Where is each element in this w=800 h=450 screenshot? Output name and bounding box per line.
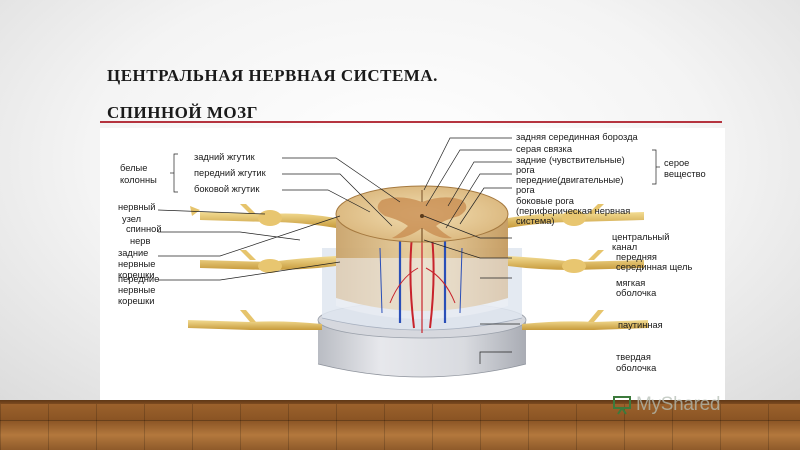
label-lateral-funiculus: боковой жгутик xyxy=(194,184,260,194)
label-spinal-nerve-1: спинной xyxy=(126,224,162,234)
label-dorsal-horns-2: рога xyxy=(516,165,536,175)
wooden-floor-background xyxy=(0,400,800,450)
label-dorsal-roots-3: корешки xyxy=(118,270,154,280)
label-lateral-horns-2: (периферическая нервная xyxy=(516,206,630,216)
slide-title-line-1: ЦЕНТРАЛЬНАЯ НЕРВНАЯ СИСТЕМА. xyxy=(107,66,438,85)
label-central-canal-2: канал xyxy=(612,242,637,252)
label-anterior-fissure-1: передняя xyxy=(616,252,657,262)
label-gray-matter-2: вещество xyxy=(664,169,706,179)
label-ventral-horns-2: рога xyxy=(516,185,536,195)
cord-cross-section xyxy=(335,185,509,243)
label-pia-mater-2: оболочка xyxy=(616,288,657,298)
label-dorsal-roots-1: задние xyxy=(118,248,148,258)
label-ganglion-1: нервный xyxy=(118,202,155,212)
label-gray-matter-1: серое xyxy=(664,158,689,168)
label-ventral-roots-2: нервные xyxy=(118,285,155,295)
label-ventral-roots-3: корешки xyxy=(118,296,154,306)
watermark-text: MyShared xyxy=(636,394,721,415)
label-white-columns-2: колонны xyxy=(120,175,157,185)
label-posterior-median-sulcus: задняя серединная борозда xyxy=(516,132,638,142)
label-anterior-funiculus: передний жгутик xyxy=(194,168,267,178)
spinal-cord-diagram: белые колонны задний жгутик передний жгу… xyxy=(100,128,725,400)
title-accent-line xyxy=(100,121,722,123)
label-lateral-horns-3: система) xyxy=(516,216,554,226)
label-dorsal-roots-2: нервные xyxy=(118,259,155,269)
slide-background: ЦЕНТРАЛЬНАЯ НЕРВНАЯ СИСТЕМА. СПИННОЙ МОЗ… xyxy=(0,0,800,400)
label-gray-commissure: серая связка xyxy=(516,144,573,154)
label-pia-mater-1: мягкая xyxy=(616,278,645,288)
label-anterior-fissure-2: серединная щель xyxy=(616,262,692,272)
presentation-board-icon xyxy=(613,396,631,415)
label-ventral-horns-1: передние(двигательные) xyxy=(516,175,623,185)
label-dorsal-horns-1: задние (чувствительные) xyxy=(516,155,625,165)
right-spinal-nerves xyxy=(508,204,648,330)
label-ventral-roots-1-visible: передние xyxy=(118,274,159,284)
label-central-canal-1: центральный xyxy=(612,232,669,242)
label-white-columns-1: белые xyxy=(120,163,147,173)
label-dura-mater-2: оболочка xyxy=(616,363,657,373)
label-spinal-nerve-2: нерв xyxy=(130,236,150,246)
label-lateral-horns-1: боковые рога xyxy=(516,196,575,206)
leader-lines xyxy=(157,137,660,364)
label-dura-mater-1: твердая xyxy=(616,352,651,362)
label-arachnoid: паутинная xyxy=(618,320,663,330)
watermark: MyShared xyxy=(612,392,721,418)
left-spinal-nerves xyxy=(188,204,336,330)
slide-title-line-2: СПИННОЙ МОЗГ xyxy=(107,103,258,122)
label-ganglion-2: узел xyxy=(122,214,141,224)
spinal-cord-illustration: белые колонны задний жгутик передний жгу… xyxy=(118,132,706,378)
label-posterior-funiculus: задний жгутик xyxy=(194,152,256,162)
